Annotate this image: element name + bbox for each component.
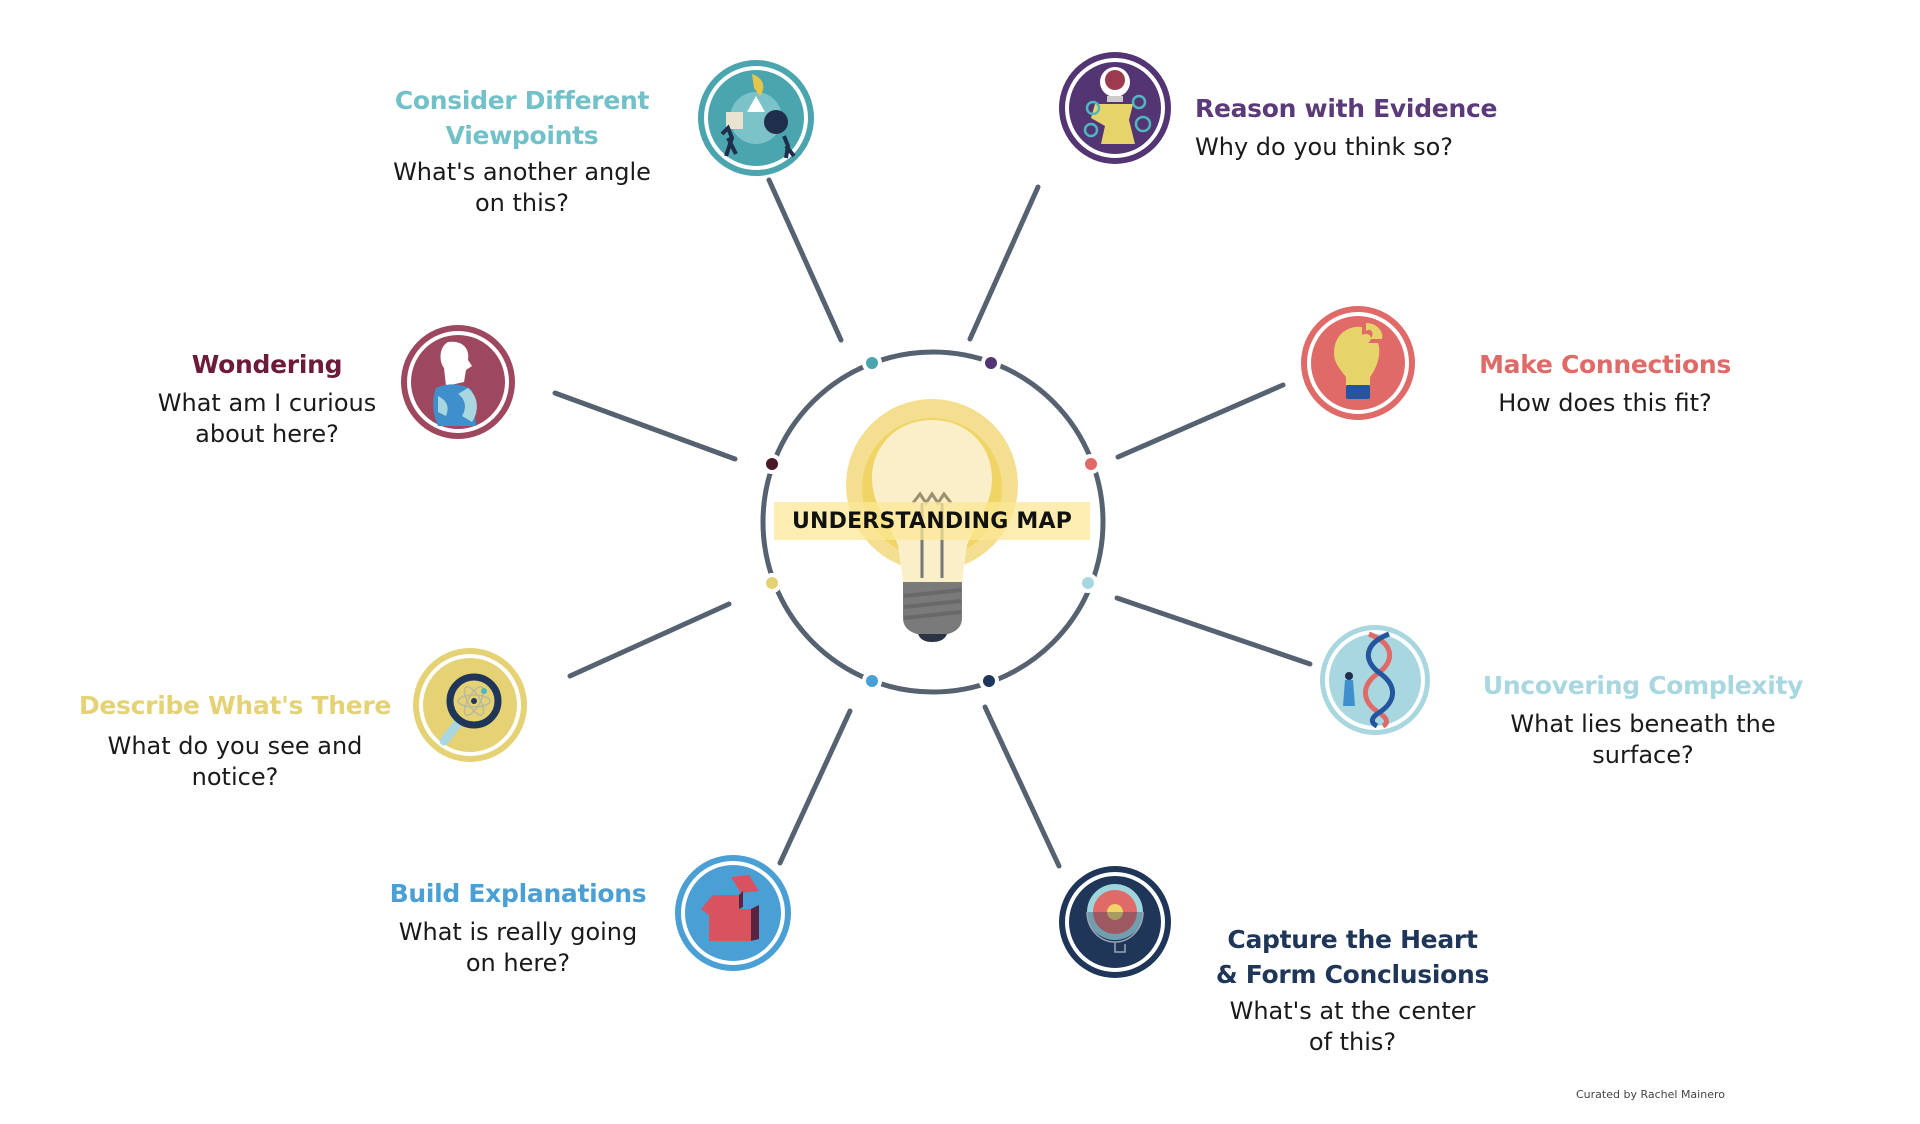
dot-describe: [762, 573, 782, 593]
node-question: How does this fit?: [1498, 389, 1712, 417]
node-question: What's another angle on this?: [393, 158, 651, 217]
spoke-capture: [982, 704, 1062, 869]
credit-text: Curated by Rachel Mainero: [1576, 1088, 1725, 1101]
brain-bulb-gears-icon: [1059, 52, 1171, 164]
node-uncovering-complexity: Uncovering Complexity What lies beneath …: [1458, 668, 1828, 771]
node-title: Make Connections: [1479, 350, 1731, 379]
center-ring: [760, 349, 1106, 695]
people-pushing-shapes-icon: [698, 60, 814, 176]
earth-core-icon: [1059, 866, 1171, 978]
node-title: Reason with Evidence: [1195, 94, 1498, 123]
dot-build: [862, 671, 882, 691]
node-question: What am I curious about here?: [157, 389, 377, 448]
node-describe-whats-there: Describe What's There What do you see an…: [50, 688, 420, 793]
spoke-complexity: [1114, 595, 1313, 667]
node-consider-different-viewpoints: Consider Different Viewpoints What's ano…: [362, 83, 682, 219]
node-question: What is really going on here?: [398, 918, 638, 977]
dot-connections: [1081, 454, 1101, 474]
node-question: What lies beneath the surface?: [1510, 710, 1776, 769]
ring-dots: [762, 353, 1101, 691]
node-wondering: Wondering What am I curious about here?: [117, 347, 417, 450]
node-title: Capture the Heart & Form Conclusions: [1215, 925, 1490, 989]
spoke-build: [777, 708, 853, 866]
node-title: Consider Different Viewpoints: [394, 86, 650, 150]
node-title: Wondering: [191, 350, 343, 379]
node-question: What's at the center of this?: [1229, 997, 1476, 1056]
node-question: What do you see and notice?: [107, 732, 363, 791]
center-title: UNDERSTANDING MAP: [774, 502, 1090, 540]
node-question: Why do you think so?: [1195, 133, 1453, 161]
thinking-person-icon: [401, 325, 515, 439]
dot-complexity: [1078, 573, 1098, 593]
spoke-describe: [567, 601, 732, 679]
node-title: Uncovering Complexity: [1482, 671, 1804, 700]
node-make-connections: Make Connections How does this fit?: [1445, 347, 1765, 419]
dot-reason: [981, 353, 1001, 373]
spoke-consider: [766, 177, 844, 343]
node-capture-the-heart: Capture the Heart & Form Conclusions Wha…: [1185, 922, 1520, 1058]
node-build-explanations: Build Explanations What is really going …: [358, 876, 678, 979]
magnifying-glass-atom-icon: [413, 648, 527, 762]
spokes: [552, 177, 1313, 869]
node-title: Build Explanations: [389, 879, 647, 908]
building-blocks-icon: [675, 855, 791, 971]
dot-consider: [862, 353, 882, 373]
dot-capture: [979, 671, 999, 691]
dna-helix-icon: [1320, 625, 1430, 735]
node-title: Describe What's There: [78, 691, 392, 720]
node-reason-with-evidence: Reason with Evidence Why do you think so…: [1195, 91, 1535, 163]
dot-wondering: [762, 454, 782, 474]
puzzle-lightbulb-icon: [1301, 306, 1415, 420]
spoke-connections: [1115, 382, 1286, 460]
spoke-wondering: [552, 390, 738, 462]
spoke-reason: [967, 184, 1041, 342]
